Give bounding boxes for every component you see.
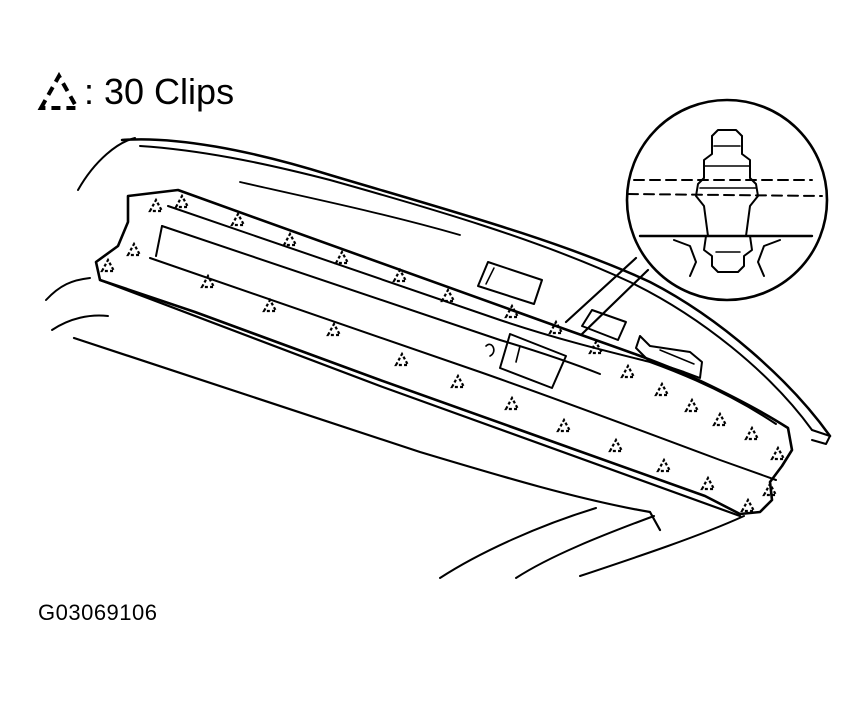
trim-recess-left [156,226,162,256]
center-handle-recess [500,334,566,388]
roof-edge-inner [140,146,812,430]
right-handle [636,336,702,378]
roof-edge [122,139,830,436]
body-line-4 [440,508,596,578]
body-line-2 [52,316,108,330]
roof-lip [240,182,460,235]
roof-handle [478,262,542,304]
body-line-5 [516,516,654,578]
roof-lower-curve [78,138,135,190]
clip-legend: : 30 Clips [36,70,234,114]
figure-code: G03069106 [38,600,158,625]
trim-inner-top [168,206,776,424]
trim-panel-outline [96,190,792,514]
detail-leader [566,258,636,322]
clip-count-label: : 30 Clips [84,71,235,112]
roof-tip [812,430,830,444]
clip-detail-view [627,100,827,300]
right-bracket [582,310,626,340]
trim-bottom-edge [100,280,740,516]
dashed-triangle-clip-icon [36,70,82,114]
trim-recess-lower [150,258,776,480]
body-line-3 [74,338,660,530]
trim-recess-upper [162,226,600,374]
body-line-1 [46,278,90,300]
body-line-6 [580,516,744,576]
